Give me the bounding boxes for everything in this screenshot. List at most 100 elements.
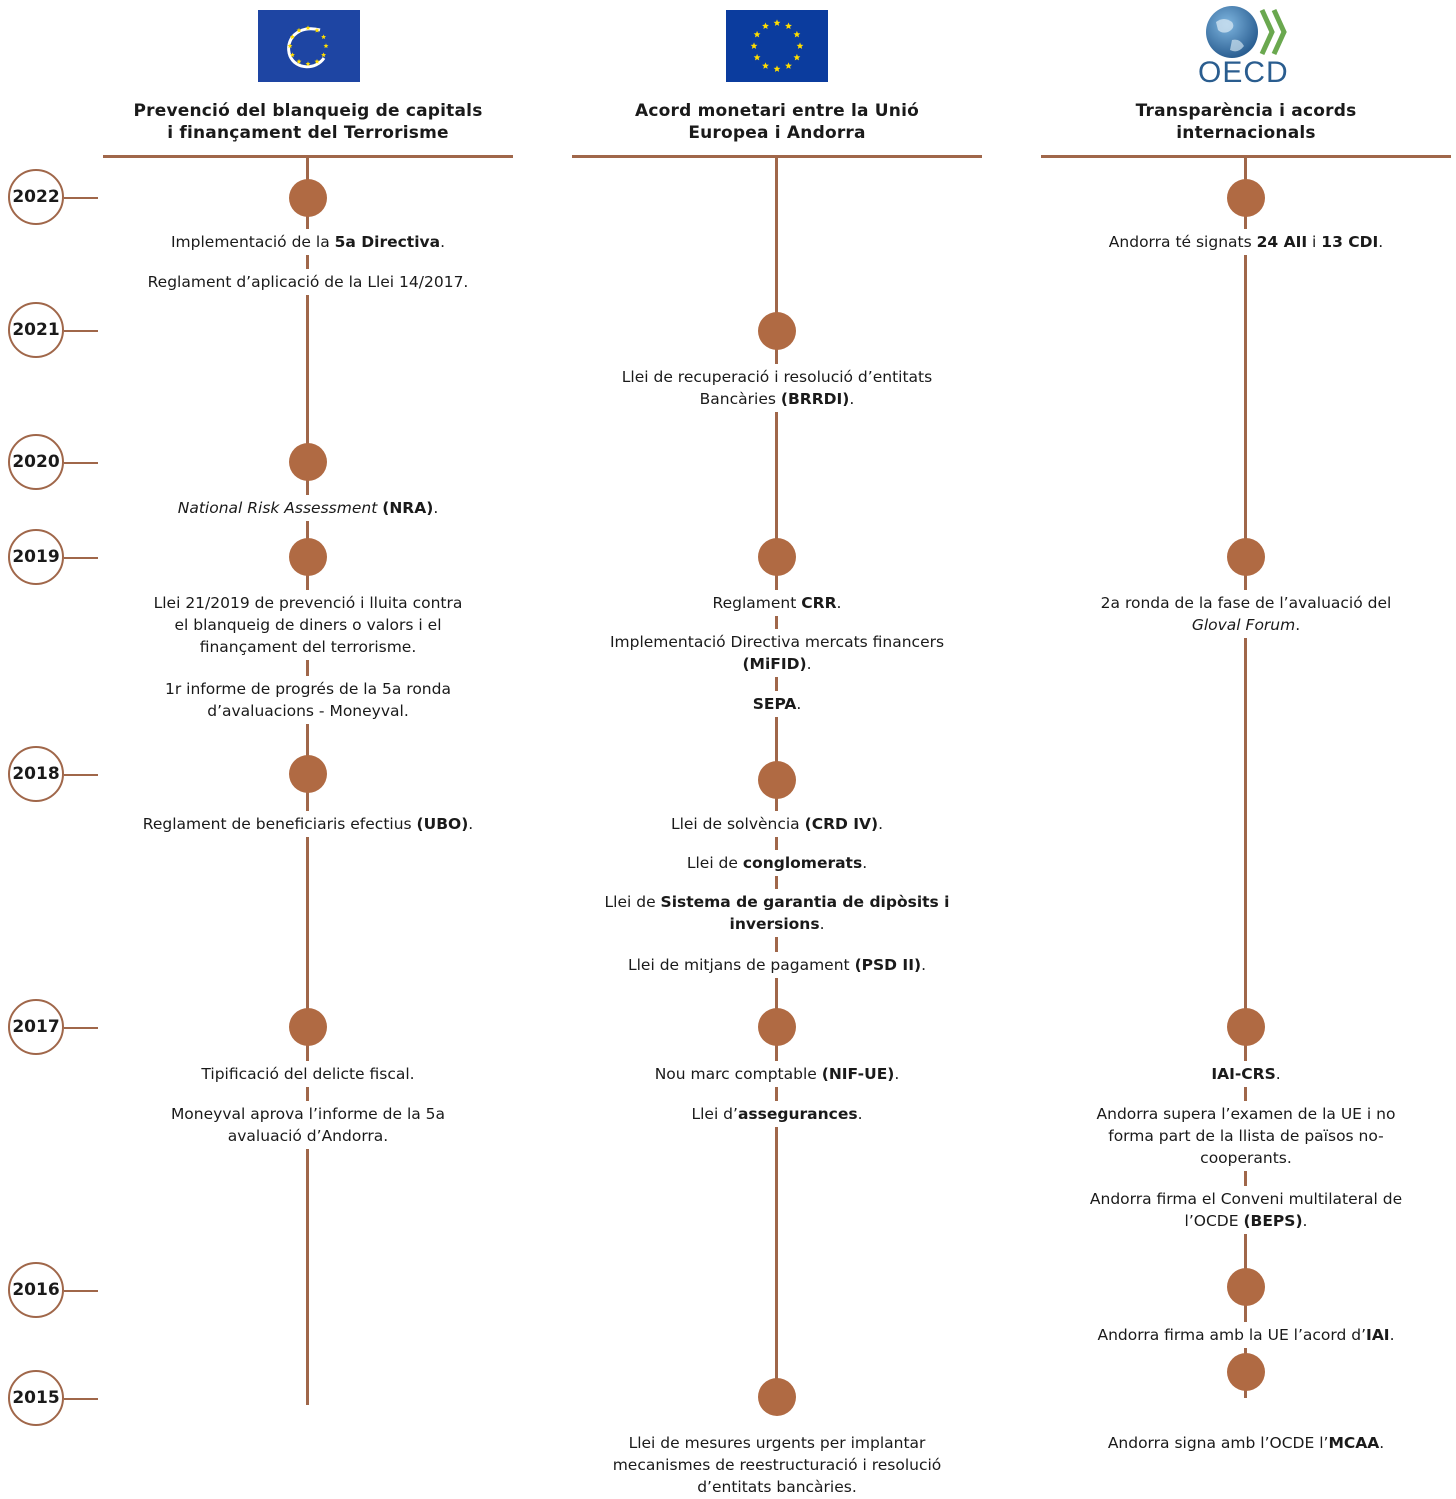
year-connector [64, 774, 98, 776]
column-title-monetary: Acord monetari entre la Unió Europea i A… [567, 100, 987, 144]
timeline-dot [758, 538, 796, 576]
event-text-part: Andorra firma amb la UE l’acord d’ [1097, 1326, 1367, 1344]
year-connector [64, 197, 98, 199]
event-text-part: . [1275, 1065, 1281, 1083]
event-text-bold: (BEPS) [1243, 1212, 1303, 1230]
event-text-bold: inversions [729, 915, 820, 933]
timeline-dot [289, 1008, 327, 1046]
event-text-bold: (PSD II) [854, 956, 922, 974]
event-text-line: el blanqueig de diners o valors i el [174, 616, 442, 634]
event-text-bold: assegurances [737, 1105, 858, 1123]
eu-star-icon [793, 53, 801, 61]
timeline-dot [1227, 179, 1265, 217]
event-text-bold: (NIF-UE) [821, 1065, 895, 1083]
event-text-part: . [806, 655, 812, 673]
event-text-part: Llei d’ [691, 1105, 738, 1123]
event-text-bold: Sistema de garantia de dipòsits i [660, 893, 950, 911]
event-text: SEPA. [572, 691, 982, 717]
year-badge: 2021 [8, 302, 64, 358]
event-text-bold: (CRD IV) [804, 815, 879, 833]
coe-star-icon [289, 34, 295, 40]
event-text-part: Andorra signa amb l’OCDE l’ [1107, 1434, 1329, 1452]
eu-star-icon [762, 22, 769, 29]
year-badge: 2018 [8, 746, 64, 802]
timeline-dot [758, 1008, 796, 1046]
eu-star-icon [785, 62, 792, 69]
event-text: Implementació de la 5a Directiva. [108, 229, 508, 255]
event-text-bold: IAI [1366, 1326, 1390, 1344]
event-text-part: Nou marc comptable [654, 1065, 822, 1083]
event-text: Llei d’assegurances. [572, 1101, 982, 1127]
event-text-line: Implementació Directiva mercats financer… [609, 633, 945, 651]
year-connector [64, 557, 98, 559]
event-text: Llei 21/2019 de prevenció i lluita contr… [108, 590, 508, 660]
event-text-part: . [857, 1105, 863, 1123]
event-text-part: . [921, 956, 926, 974]
event-text-line: 2a ronda de la fase de l’avaluació del [1100, 594, 1392, 612]
event-text-italic: Gloval Forum [1191, 616, 1296, 634]
event-text-line: cooperants. [1200, 1149, 1292, 1167]
event-text-line: Llei 21/2019 de prevenció i lluita contr… [153, 594, 463, 612]
eu-star-icon [753, 30, 761, 38]
event-text-part: . [836, 594, 842, 612]
event-text-part: . [796, 695, 802, 713]
column-title-line: Prevenció del blanqueig de capitals [133, 101, 483, 121]
event-text-part: . [1378, 233, 1384, 251]
column-divider [103, 155, 513, 158]
timeline-dot [758, 312, 796, 350]
coe-star-icon [305, 61, 311, 67]
event-text-bold: (BRRDI) [780, 390, 850, 408]
year-badge: 2022 [8, 169, 64, 225]
column-title-transparency: Transparència i acords internacionals [1036, 100, 1456, 144]
event-text: 2a ronda de la fase de l’avaluació del G… [1041, 590, 1451, 638]
event-text-part: Reglament d’aplicació de la Llei 14/2017… [147, 273, 469, 291]
event-text-part: Llei de solvència [670, 815, 805, 833]
event-text: Llei de conglomerats. [572, 850, 982, 876]
year-connector [64, 330, 98, 332]
timeline-dot [1227, 538, 1265, 576]
event-text-line: 1r informe de progrés de la 5a ronda [165, 680, 451, 698]
event-text-line: d’avaluacions - Moneyval. [207, 702, 409, 720]
event-text-part: Tipificació del delicte fiscal. [201, 1065, 415, 1083]
event-text: Andorra firma el Conveni multilateral de… [1041, 1186, 1451, 1234]
coe-star-icon [323, 43, 329, 49]
event-text: Moneyval aprova l’informe de la 5a avalu… [108, 1101, 508, 1149]
timeline-dot [1227, 1268, 1265, 1306]
event-text-part: . [819, 915, 825, 933]
event-text-part: . [1295, 616, 1301, 634]
eu-star-icon [773, 19, 781, 26]
event-text-line: Llei de mesures urgents per implantar [628, 1434, 926, 1452]
event-text-bold: 24 AII [1256, 233, 1308, 251]
coe-star-icon [296, 58, 302, 64]
coe-star-icon [314, 58, 320, 64]
oecd-logo: OECD [1196, 4, 1296, 90]
year-connector [64, 1027, 98, 1029]
event-text: IAI-CRS. [1041, 1061, 1451, 1087]
event-text-bold: (UBO) [416, 815, 469, 833]
event-text: Tipificació del delicte fiscal. [108, 1061, 508, 1087]
event-text-part: Reglament de beneficiaris efectius [142, 815, 417, 833]
eu-star-icon [762, 62, 769, 69]
event-text: Nou marc comptable (NIF-UE). [572, 1061, 982, 1087]
timeline-dot [1227, 1008, 1265, 1046]
event-text-line: (MiFID). [572, 653, 982, 675]
column-divider [572, 155, 982, 158]
event-text-part: . [1389, 1326, 1395, 1344]
event-text: Llei de solvència (CRD IV). [572, 811, 982, 837]
event-text: Andorra té signats 24 AII i 13 CDI. [1041, 229, 1451, 255]
timeline-dot [289, 179, 327, 217]
event-text-italic: National Risk Assessment [177, 499, 378, 517]
timeline-dot [758, 1378, 796, 1416]
oecd-globe-icon [1206, 6, 1287, 58]
event-text-line: avaluació d’Andorra. [227, 1127, 389, 1145]
coe-star-icon [289, 52, 295, 58]
event-text: 1r informe de progrés de la 5a ronda d’a… [108, 676, 508, 724]
eu-star-icon [793, 30, 801, 38]
coe-star-icon [321, 52, 327, 58]
year-badge: 2015 [8, 1370, 64, 1426]
event-text-bold: conglomerats [742, 854, 863, 872]
year-connector [64, 462, 98, 464]
year-badge: 2017 [8, 999, 64, 1055]
event-text-part: . [440, 233, 446, 251]
eu-star-icon [785, 22, 792, 29]
